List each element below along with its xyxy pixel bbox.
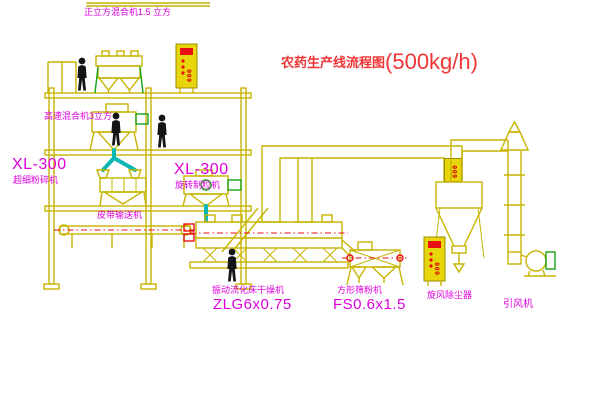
rotary-granulator — [182, 169, 242, 223]
sieve-name-label: 方形筛粉机 — [337, 285, 383, 295]
exhaust-duct: 600 — [256, 145, 463, 223]
cyclone-name-label: 旋风除尘器 — [427, 290, 473, 300]
belt-conveyor — [54, 224, 196, 248]
cyclone-exhaust-duct — [450, 139, 508, 182]
control-cabinet-1: 600 — [175, 43, 198, 93]
building-frame — [43, 61, 269, 290]
diagram-title: 农药生产线流程图(500kg/h) — [281, 49, 478, 75]
sieve-model-label: FS0.6x1.5 — [333, 296, 406, 313]
granulator-model-label: XL-300 — [174, 161, 229, 178]
title-name: 农药生产线流程图 — [281, 55, 386, 70]
belt-conveyor-label: 皮带输送机 — [97, 210, 143, 220]
duct-inlet-text: 600 — [451, 165, 459, 178]
worker-figure-1 — [77, 57, 87, 91]
granulator-name-label: 旋转制粒机 — [175, 180, 221, 190]
cube-mixer — [94, 50, 144, 94]
fluid-bed-dryer — [183, 214, 357, 269]
control-cabinet-2: 600 — [423, 236, 446, 286]
title-capacity: (500kg/h) — [385, 49, 478, 74]
square-sieve — [342, 241, 408, 286]
y-discharge-pipe — [101, 148, 137, 172]
cube-mixer-label: 正立方混合机1.5 立方 — [84, 7, 172, 17]
cabinet-1-text: 600 — [186, 69, 194, 82]
worker-figure-4 — [227, 248, 237, 282]
cyclone-separator — [433, 181, 485, 274]
worker-figure-2 — [111, 112, 121, 146]
ultrafine-pulverizer — [95, 169, 147, 207]
pulverizer-model-label: XL-300 — [12, 156, 67, 173]
exhaust-stack — [504, 140, 525, 252]
dryer-model-label: ZLG6x0.75 — [213, 296, 292, 313]
high-speed-mixer-label: 高速混合机3立方 — [44, 111, 113, 121]
fan-name-label: 引风机 — [503, 299, 533, 310]
worker-figure-3 — [157, 114, 167, 148]
cabinet-2-text: 600 — [434, 262, 442, 275]
pulverizer-name-label: 超细粉碎机 — [13, 175, 59, 185]
dryer-name-label: 振动流化床干燥机 — [212, 285, 285, 295]
stack-rain-cap — [499, 120, 530, 151]
overhead-beam — [86, 2, 210, 7]
induced-draft-fan — [507, 250, 556, 277]
